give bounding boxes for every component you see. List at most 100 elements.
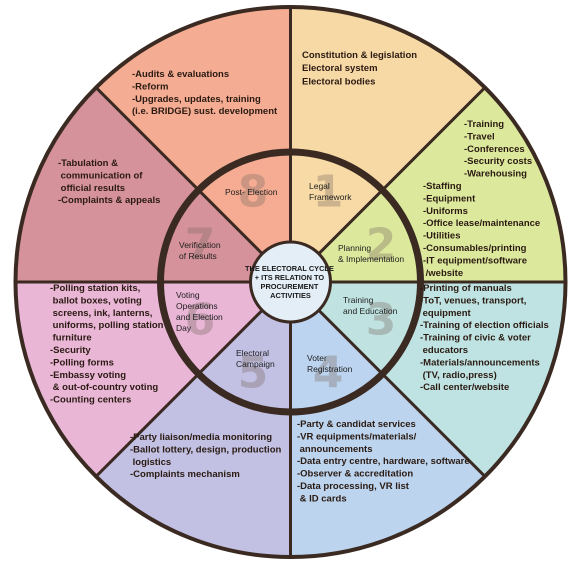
activity-list-2: -Training-Travel-Conferences-Security co… [423,119,540,279]
activity-item: -Office lease/maintenance [423,218,540,229]
activity-item: -Staffing [423,181,462,192]
center-line-1: THE ELECTORAL CYCLE [245,264,334,273]
phase-label-6-line: Operations [176,301,218,311]
activity-item: -VR equipments/materials/ [297,431,417,442]
activity-item: -Uniforms [423,206,468,217]
segment-number-3: 3 [366,295,397,346]
activity-item: (i.e. BRIDGE) sust. development [132,106,278,117]
phase-label-6-line: and Election [176,312,223,322]
phase-label-3-line: and Education [343,306,398,316]
phase-label-5-line: Campaign [236,359,275,369]
activity-item: -Travel [464,131,495,142]
activity-item: -Materials/announcements [420,357,540,368]
activity-item: -Conferences [464,144,525,155]
phase-label-7-line: of Results [179,251,217,261]
activity-item: Electoral bodies [302,76,375,87]
spoke-6 [94,280,292,478]
activity-list-4: -Party & candidat services-VR equipments… [297,419,470,504]
segment-number-6: 6 [185,295,216,346]
activity-item: -ToT, venues, transport, [420,295,526,306]
center-line-4: ACTIVITIES [270,291,311,300]
segment-number-4: 4 [313,348,344,399]
activity-item: -Reform [132,81,168,92]
phase-label-2-line: Planning [338,243,371,253]
phase-label-4-line: Voter [307,353,327,363]
activity-item: -Tabulation & [58,158,118,169]
activity-item: furniture [50,333,92,344]
phase-label-2-line: & Implementation [338,254,404,264]
phase-label-6-line: Voting [176,290,200,300]
activity-item: -IT equipment/software [423,255,527,266]
activity-item: -Complaints & appeals [58,195,160,206]
activity-item: -Training of election officials [420,320,549,331]
activity-item: logistics [130,457,171,468]
activity-item: -Observer & accreditation [297,469,413,480]
phase-label-6-line: Day [176,323,192,333]
phase-label-1-line: Legal [309,181,330,191]
activity-item: -Polling station kits, [50,283,140,294]
segment-number-8: 8 [238,166,269,217]
activity-item: official results [58,183,125,194]
activity-item: & out-of-country voting [50,382,158,393]
activity-item: -Party liaison/media monitoring [130,432,272,443]
activity-item: -Training of civic & voter [420,333,531,344]
activity-list-7: -Tabulation & communication of official … [58,158,160,206]
segment-number-2: 2 [366,219,397,270]
activity-item: equipment [420,308,472,319]
phase-label-8-line: Post- Election [225,187,278,197]
activity-item: communication of [58,170,143,181]
spoke-2 [289,86,487,284]
activity-item: screens, ink, lanterns, [50,308,152,319]
activity-item: -Counting centers [50,395,131,406]
activity-item: announcements [297,444,373,455]
activity-item: -Printing of manuals [420,283,512,294]
activity-item: Constitution & legislation [302,50,417,61]
phase-label-4-line: Registration [307,364,353,374]
wheel-spokes [15,7,566,557]
activity-item: -Polling forms [50,357,114,368]
activity-item: -Warehousing [464,169,527,180]
activity-item: uniforms, polling station [50,320,164,331]
activity-item: -Security [50,345,91,356]
activity-item: educators [420,345,468,356]
center-line-2: + ITS RELATION TO [255,273,325,282]
activity-item: (TV, radio,press) [420,370,497,381]
activity-item: -Embassy voting [50,370,126,381]
center-title: THE ELECTORAL CYCLE + ITS RELATION TO PR… [245,264,336,300]
activity-item: -Utilities [423,231,460,242]
activity-item: -Consumables/printing [423,243,527,254]
center-circle [249,240,332,324]
activity-item: /website [423,268,463,279]
center-hub: THE ELECTORAL CYCLE + ITS RELATION TO PR… [245,240,336,324]
activity-list-8: -Audits & evaluations-Reform -Upgrades, u… [132,69,278,117]
spoke-4 [289,280,487,478]
spoke-8 [94,86,292,284]
phase-label-3-line: Training [343,295,374,305]
segment-number-1: 1 [313,166,344,217]
activity-item: -Security costs [464,156,532,167]
activity-item: -Audits & evaluations [132,69,229,80]
activity-item: -Complaints mechanism [130,469,240,480]
segment-number-7: 7 [185,219,216,270]
center-line-3: PROCUREMENT [261,282,319,291]
phase-label-2: Planning& Implementation [338,243,404,264]
activity-list-3: -Printing of manuals-ToT, venues, transp… [420,283,549,393]
activity-item: & ID cards [297,493,347,504]
activity-item: -Upgrades, updates, training [132,94,261,105]
activity-item: -Party & candidat services [297,419,416,430]
phase-label-1-line: Framework [309,192,352,202]
phase-label-8: Post- Election [225,187,278,197]
activity-item: ballot boxes, voting [50,295,142,306]
phase-label-7-line: Verification [179,240,221,250]
activity-list-5: -Party liaison/media monitoring-Ballot l… [130,432,281,480]
